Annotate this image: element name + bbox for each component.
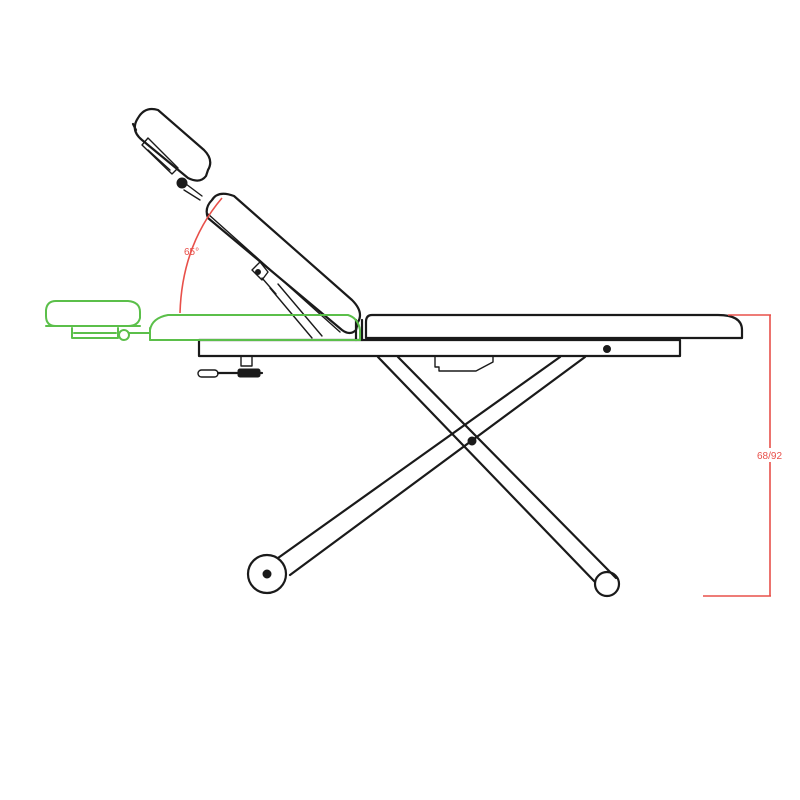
headrest-lowered-alternate	[45, 300, 151, 341]
backrest-hinge	[354, 318, 364, 342]
leg-end-cap	[593, 570, 621, 598]
headrest-raised	[131, 107, 212, 182]
pivot-bolt-icon	[467, 436, 477, 446]
backrest-raised	[205, 192, 362, 335]
rail-bolt-icon	[603, 345, 611, 353]
release-lever[interactable]	[197, 356, 264, 378]
height-dimension: 68/92	[703, 314, 784, 597]
under-rail-bracket	[434, 356, 494, 372]
seat-cushion	[364, 313, 744, 340]
wheel	[246, 553, 288, 595]
height-label: 68/92	[757, 451, 782, 462]
angle-dimension: 65°	[179, 197, 223, 314]
angle-label: 65°	[184, 247, 199, 258]
gas-spring	[251, 261, 323, 339]
headrest-bracket	[141, 137, 203, 201]
frame-rail	[197, 338, 682, 358]
backrest-lowered-alternate	[149, 314, 361, 341]
x-frame-legs	[276, 355, 618, 584]
